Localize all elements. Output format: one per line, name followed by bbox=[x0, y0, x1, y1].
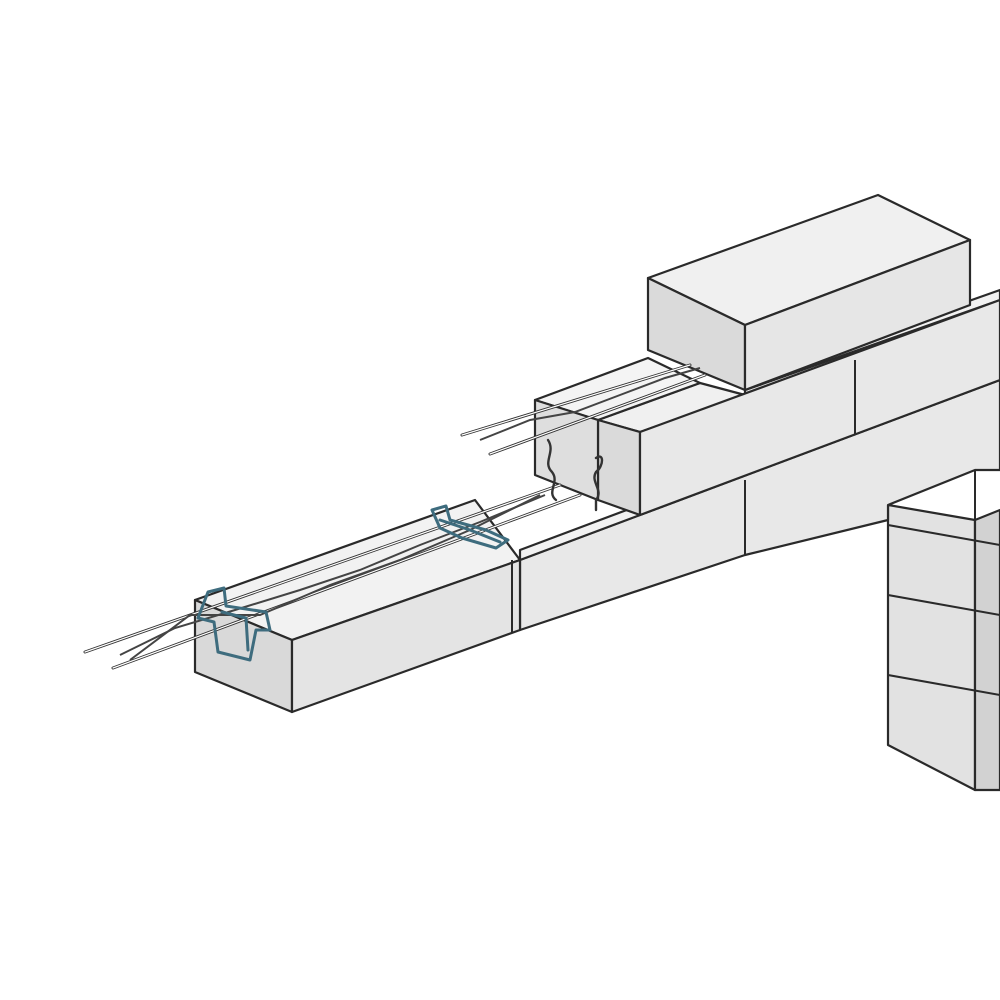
wall-pier bbox=[886, 470, 1000, 792]
wall-ties bbox=[546, 438, 604, 512]
clip-front-outline bbox=[196, 586, 272, 662]
pier-joint-1 bbox=[887, 524, 1000, 546]
rod-lower-b-highlight bbox=[112, 494, 581, 669]
mid-block-front bbox=[638, 298, 1000, 517]
clip-rear bbox=[430, 504, 510, 550]
pier-front-face bbox=[886, 503, 977, 792]
rod-upper-b-highlight bbox=[489, 374, 706, 455]
top-block bbox=[646, 193, 972, 392]
reinforcement-truss-upper bbox=[460, 363, 707, 456]
rod-upper-a-highlight bbox=[461, 364, 691, 436]
clip-rear-inner bbox=[438, 518, 502, 544]
lower-course-front bbox=[290, 558, 522, 714]
mid-block-end bbox=[596, 418, 642, 517]
clip-front bbox=[196, 586, 272, 662]
pier-side-face bbox=[973, 508, 1000, 792]
clip-rear-outline bbox=[430, 504, 510, 550]
clip-front-inner bbox=[220, 610, 250, 652]
truss-zigzag-upper bbox=[479, 367, 701, 441]
middle-course-face bbox=[518, 378, 1000, 632]
wall-tie-left bbox=[546, 438, 558, 502]
pier-joint-3 bbox=[887, 674, 1000, 696]
rod-lower-a-highlight bbox=[84, 484, 561, 653]
top-block-front bbox=[743, 238, 972, 392]
wall-tie-right bbox=[593, 455, 604, 512]
pier-joint-2 bbox=[887, 594, 1000, 616]
mid-block-back-end bbox=[533, 398, 600, 502]
